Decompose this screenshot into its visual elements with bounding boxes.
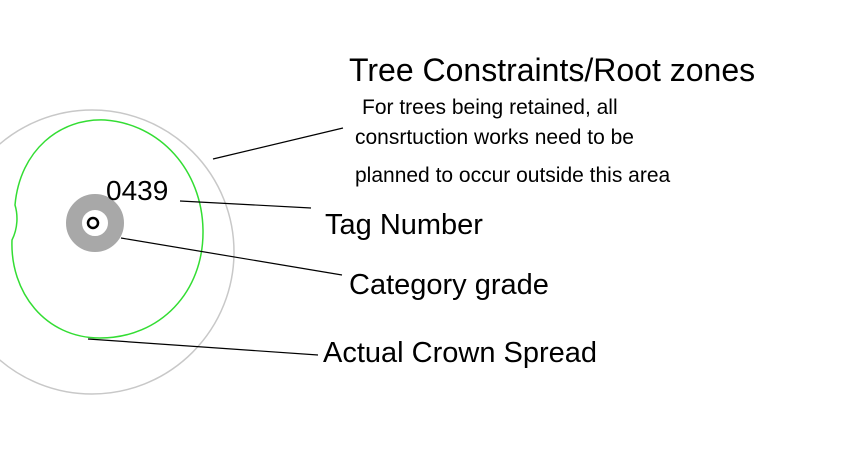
legend-title: Tree Constraints/Root zones <box>349 52 755 88</box>
legend-note-line-1: For trees being retained, all <box>362 96 618 119</box>
root-zone-leader <box>212 127 344 160</box>
category-grade-label: Category grade <box>349 269 549 301</box>
tag-number-leader <box>179 200 312 209</box>
crown-spread-leader <box>87 338 319 356</box>
legend-note-line-2: consrtuction works need to be <box>355 126 634 149</box>
category-grade-ring <box>66 194 124 252</box>
tree-tag-number: 0439 <box>106 175 168 206</box>
crown-spread-label: Actual Crown Spread <box>323 337 597 369</box>
category-grade-leader <box>120 237 343 276</box>
tree-trunk-marker <box>86 216 100 230</box>
root-zone-circle <box>0 109 235 395</box>
legend-note-line-3: planned to occur outside this area <box>355 164 671 187</box>
crown-spread-outline <box>11 119 204 339</box>
tag-number-label: Tag Number <box>325 209 483 241</box>
